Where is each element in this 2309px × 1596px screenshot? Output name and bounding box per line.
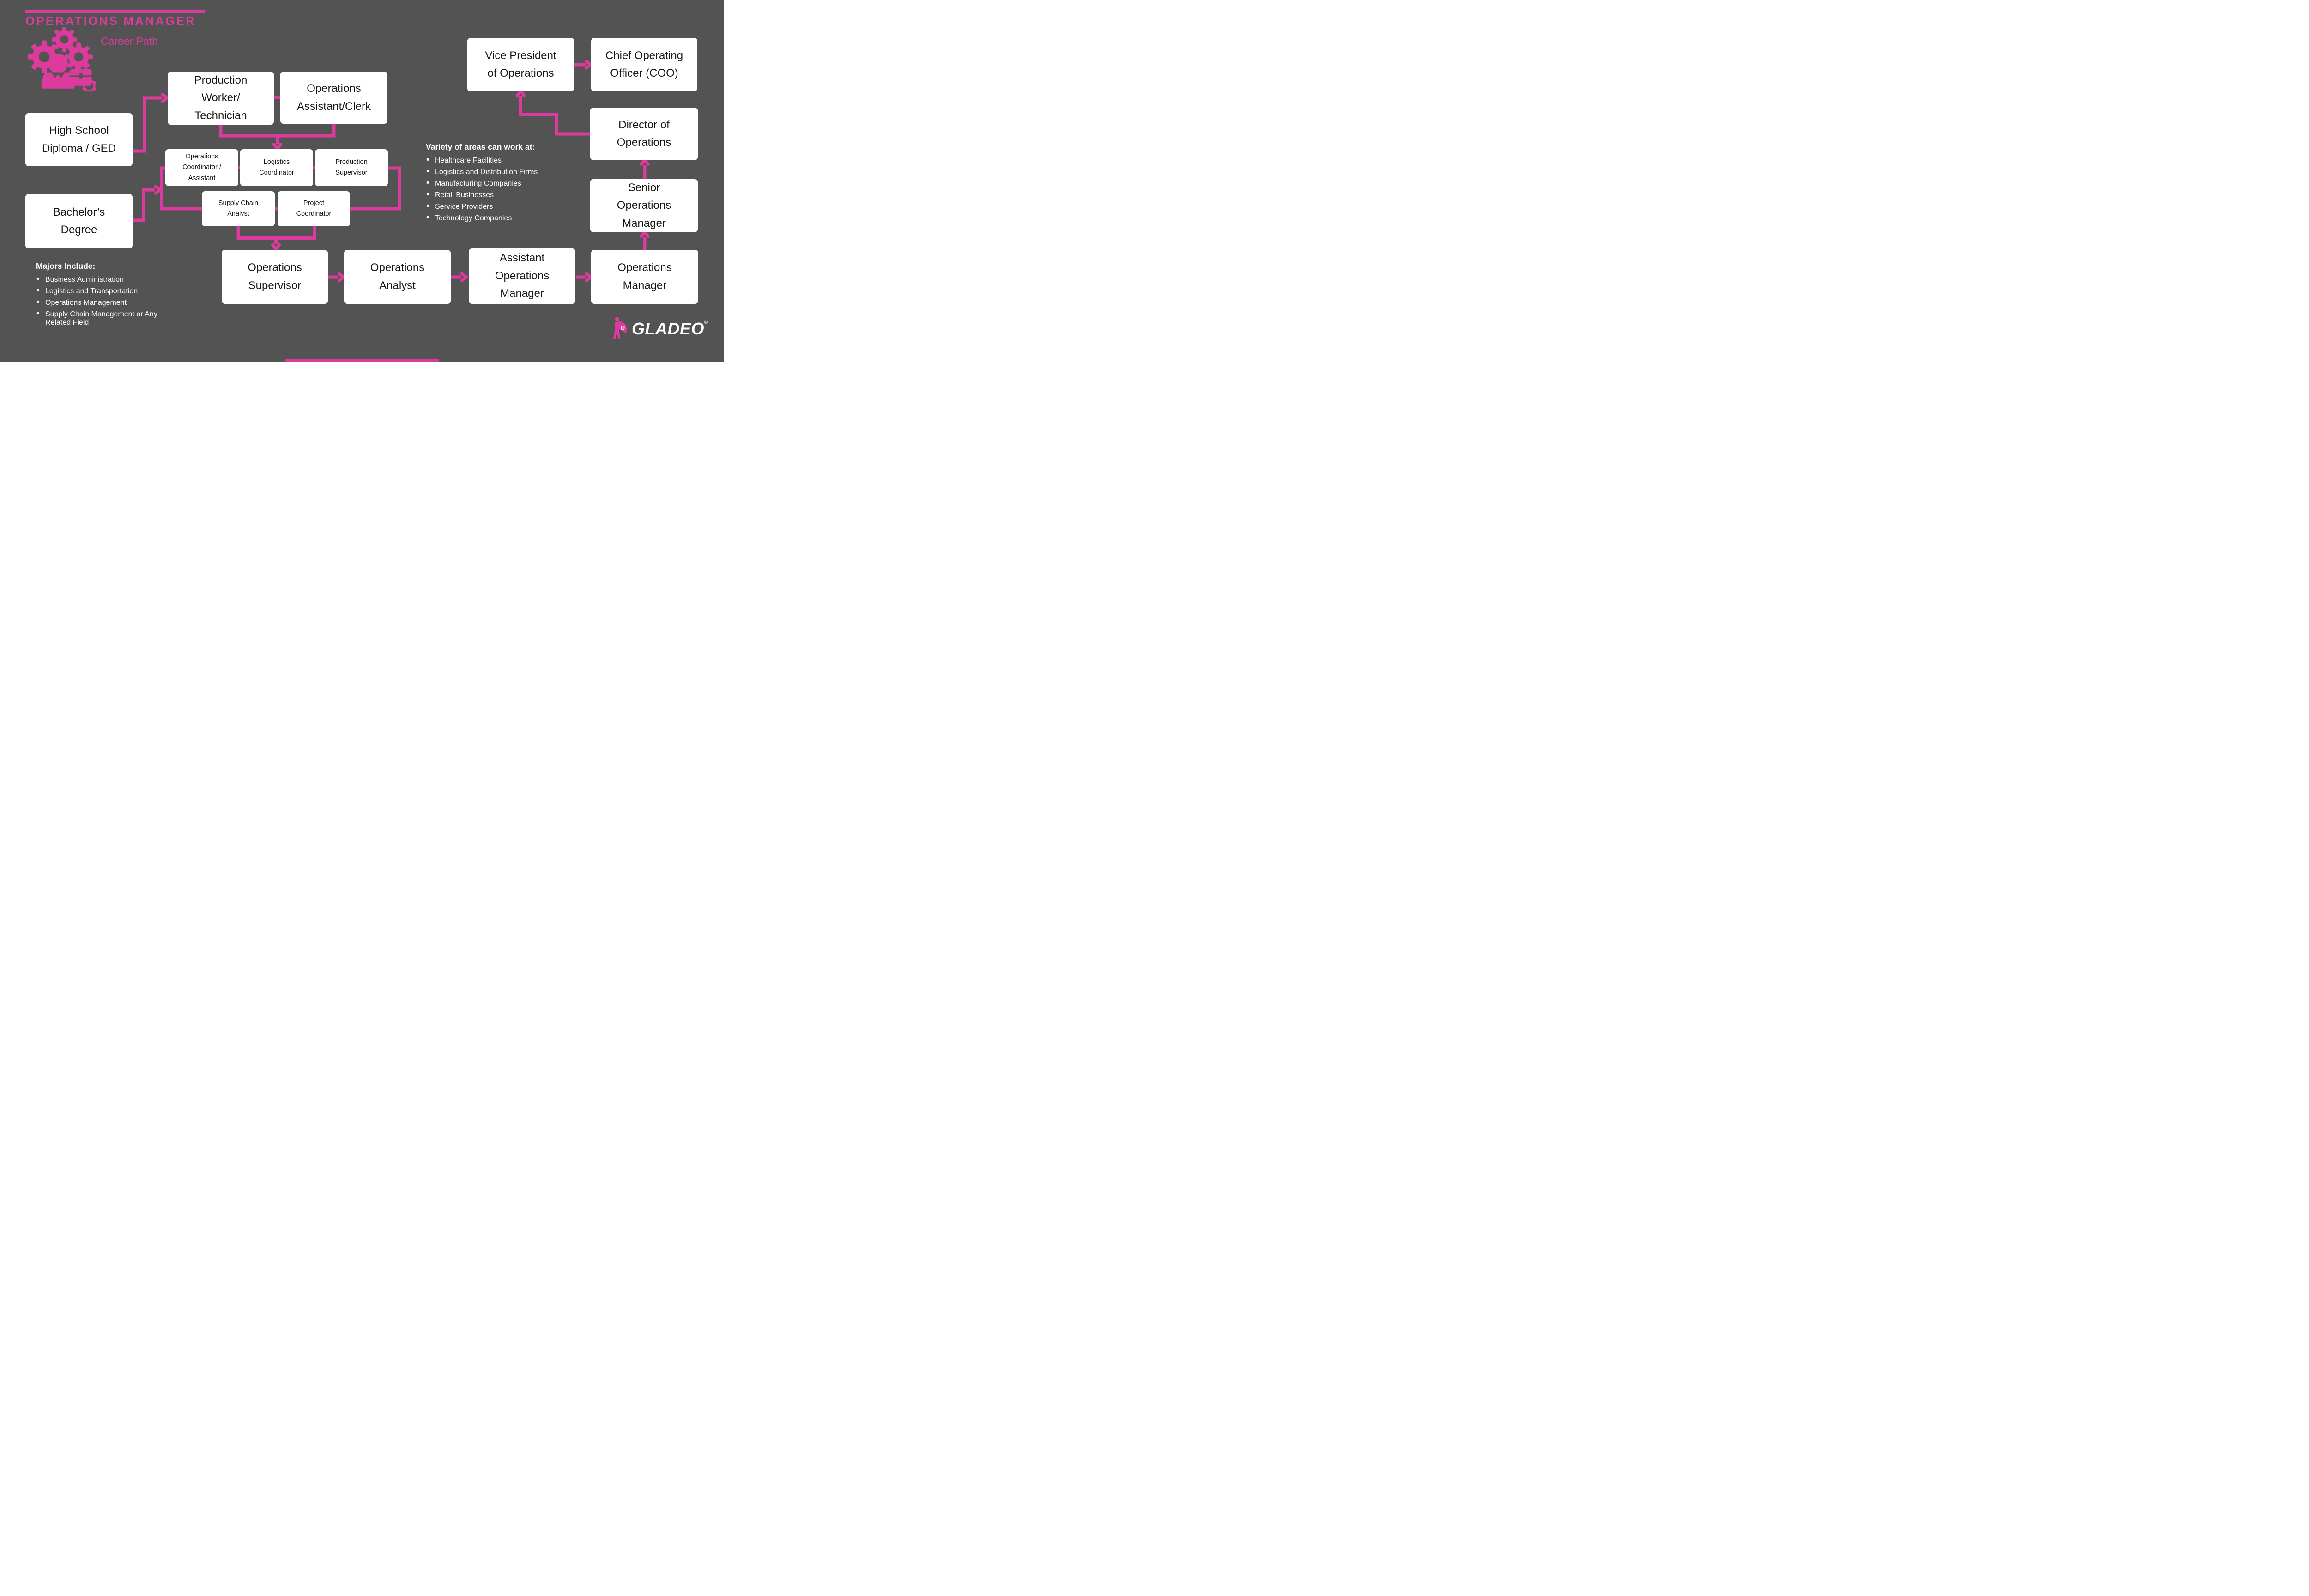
- small-gear-icon: [82, 78, 96, 91]
- registered-trademark-symbol: ®: [704, 320, 708, 325]
- superhero-icon: G: [613, 317, 627, 339]
- connector-highschool-to-production-worker: [133, 98, 162, 153]
- person-icon: [41, 54, 75, 89]
- majors-list: Business AdministrationLogistics and Tra…: [36, 275, 184, 326]
- list-item: Retail Businesses: [426, 190, 574, 200]
- list-item: Service Providers: [426, 202, 574, 211]
- cape-letter: G: [621, 325, 625, 331]
- box-director-of-operations: Director of Operations: [590, 108, 698, 160]
- career-path-subtitle: Career Path: [101, 35, 158, 47]
- box-assistant-operations-manager: Assistant Operations Manager: [469, 248, 575, 304]
- box-supply-chain-analyst: Supply Chain Analyst: [202, 191, 275, 226]
- connector-top-bracket: [219, 124, 336, 138]
- box-production-worker: Production Worker/ Technician: [168, 72, 274, 125]
- list-item: Business Administration: [36, 275, 184, 284]
- box-project-coordinator: Project Coordinator: [278, 191, 350, 226]
- career-path-infographic: OPERATIONS MANAGER Career Path: [0, 0, 724, 362]
- page-title: OPERATIONS MANAGER: [25, 14, 196, 28]
- box-senior-operations-manager: Senior Operations Manager: [590, 179, 698, 232]
- gladeo-wordmark: GLADEO: [632, 319, 705, 338]
- gladeo-logo: G GLADEO ®: [610, 316, 708, 342]
- list-item: Operations Management: [36, 298, 184, 307]
- gears-person-briefcase-icon: [28, 27, 96, 91]
- list-item: Supply Chain Management or Any Related F…: [36, 309, 184, 326]
- list-item: Technology Companies: [426, 214, 574, 223]
- briefcase-icon: [69, 64, 96, 91]
- areas-list: Healthcare FacilitiesLogistics and Distr…: [426, 156, 574, 223]
- connector-bottom-bracket: [236, 226, 316, 240]
- box-production-supervisor: Production Supervisor: [315, 149, 388, 186]
- areas-heading: Variety of areas can work at:: [426, 142, 535, 151]
- box-operations-supervisor: Operations Supervisor: [222, 250, 328, 304]
- areas-block: Variety of areas can work at: Healthcare…: [426, 142, 574, 226]
- box-operations-manager: Operations Manager: [591, 250, 698, 304]
- box-operations-analyst: Operations Analyst: [344, 250, 451, 304]
- connector-director-to-vice-president: [521, 96, 590, 136]
- box-bachelors-degree: Bachelor’s Degree: [25, 194, 133, 248]
- list-item: Logistics and Distribution Firms: [426, 167, 574, 176]
- list-item: Logistics and Transportation: [36, 286, 184, 296]
- box-operations-assistant-clerk: Operations Assistant/Clerk: [280, 72, 387, 124]
- box-vice-president-of-operations: Vice President of Operations: [467, 38, 574, 91]
- box-logistics-coordinator: Logistics Coordinator: [240, 149, 313, 186]
- box-chief-operating-officer: Chief Operating Officer (COO): [591, 38, 697, 91]
- top-accent-bar: [25, 10, 205, 13]
- connector-bachelors-branch: [133, 190, 155, 222]
- list-item: Manufacturing Companies: [426, 179, 574, 188]
- majors-include-block: Majors Include: Business AdministrationL…: [36, 261, 184, 330]
- majors-heading: Majors Include:: [36, 261, 96, 271]
- list-item: Healthcare Facilities: [426, 156, 574, 165]
- bottom-accent-bar: [285, 359, 439, 362]
- box-operations-coordinator: Operations Coordinator / Assistant: [165, 149, 238, 186]
- box-high-school-diploma: High School Diploma / GED: [25, 113, 133, 166]
